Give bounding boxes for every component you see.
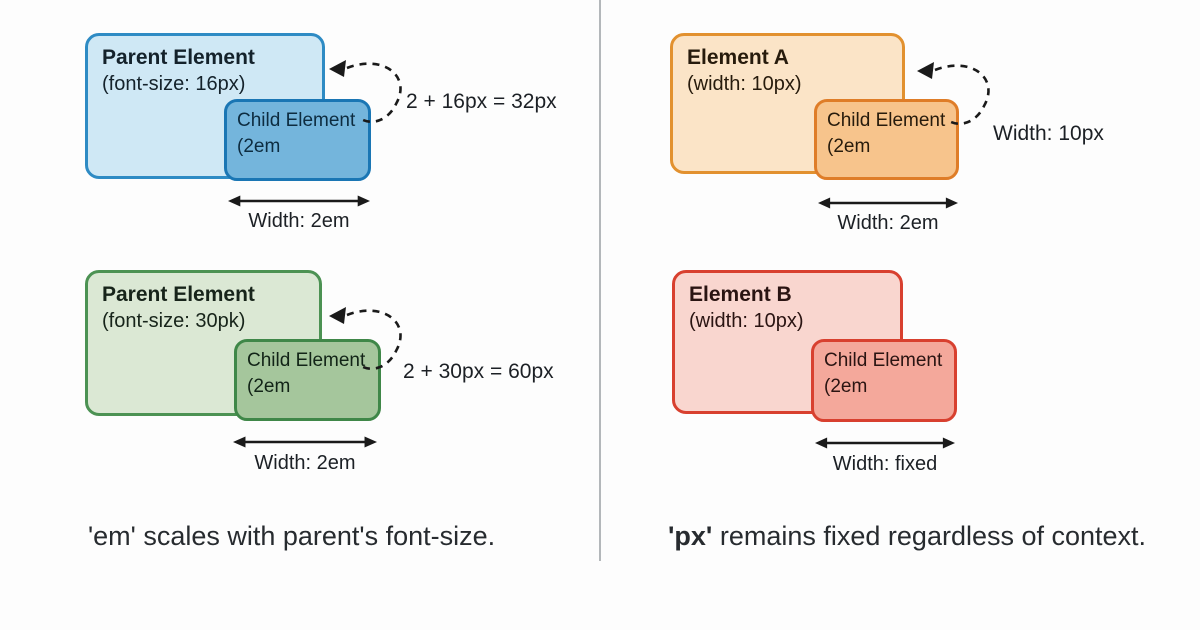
caption-em-text: scales with parent's font-size.	[135, 521, 496, 551]
parent-subtitle: (font-size: 16px)	[102, 73, 246, 96]
child-title: Child Element	[824, 350, 943, 371]
width-arrow-icon	[233, 436, 377, 448]
child-box-px-a: Child Element (2em	[814, 99, 959, 180]
parent-title: Parent Element	[102, 283, 255, 306]
child-title: Child Element	[247, 350, 366, 371]
curved-dashed-arrow-icon	[329, 60, 402, 124]
child-subtitle: (2em	[827, 135, 871, 157]
child-subtitle: (2em	[824, 375, 868, 397]
parent-title: Element A	[687, 46, 789, 69]
caption-px: 'px' remains fixed regardless of context…	[668, 521, 1146, 552]
width-arrow-icon	[815, 437, 955, 449]
parent-subtitle: (width: 10px)	[687, 73, 802, 96]
width-label-px-b: Width: fixed	[832, 453, 938, 475]
annotation-em-16px: 2 + 16px = 32px	[406, 90, 557, 113]
curved-dashed-arrow-icon	[917, 62, 990, 126]
child-subtitle: (2em	[237, 135, 281, 157]
vertical-divider	[599, 0, 601, 561]
child-box-px-b: Child Element (2em	[811, 339, 957, 422]
annotation-px-a: Width: 10px	[993, 122, 1104, 145]
child-box-em-16px: Child Element (2em	[224, 99, 371, 181]
width-arrow-icon	[818, 197, 958, 209]
caption-px-text: remains fixed regardless of context.	[712, 521, 1147, 551]
width-label-em-30px: Width: 2em	[254, 452, 356, 474]
width-label-em-16px: Width: 2em	[248, 210, 350, 232]
child-box-em-30px: Child Element (2em	[234, 339, 381, 421]
caption-px-term: 'px'	[668, 521, 713, 551]
child-title: Child Element	[237, 110, 356, 131]
caption-em: 'em' scales with parent's font-size.	[88, 521, 495, 552]
width-arrow-icon	[228, 195, 370, 207]
parent-subtitle: (width: 10px)	[689, 310, 804, 333]
width-label-px-a: Width: 2em	[837, 212, 939, 234]
parent-title: Element B	[689, 283, 792, 306]
caption-em-term: 'em'	[88, 521, 136, 551]
parent-subtitle: (font-size: 30pk)	[102, 310, 246, 333]
parent-title: Parent Element	[102, 46, 255, 69]
annotation-em-30px: 2 + 30px = 60px	[403, 360, 554, 383]
curved-dashed-arrow-icon	[329, 307, 402, 371]
child-subtitle: (2em	[247, 375, 291, 397]
child-title: Child Element	[827, 110, 946, 131]
